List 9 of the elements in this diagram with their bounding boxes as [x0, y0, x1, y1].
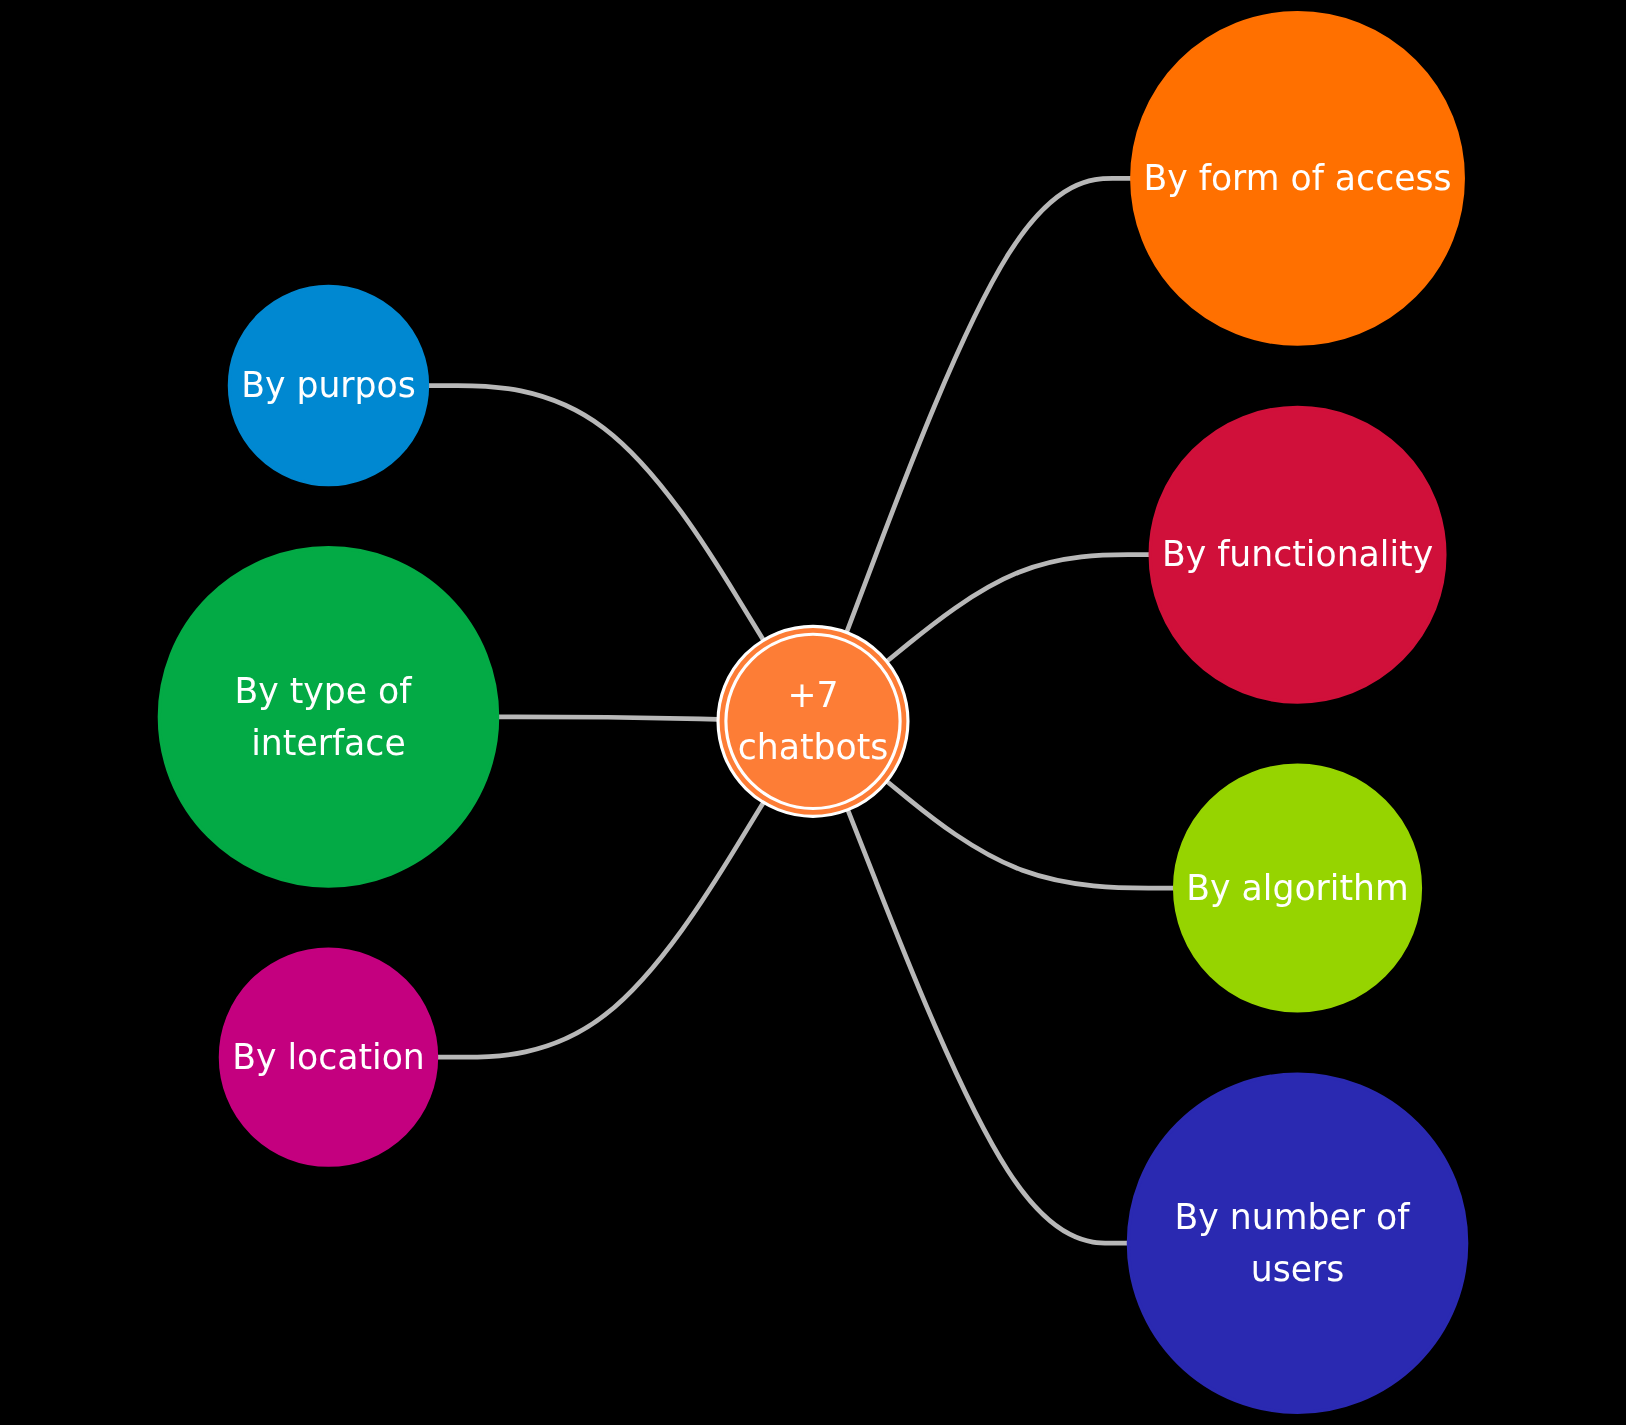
node-circle: By form of access: [1130, 11, 1465, 346]
node-circle: By purpos: [227, 284, 430, 487]
node-circle: By location: [218, 947, 439, 1167]
node-circle: By functionality: [1148, 405, 1447, 704]
node-circle: By algorithm: [1172, 763, 1423, 1013]
node-circle: +7 chatbots: [716, 624, 910, 818]
node-circle: By type of interface: [157, 546, 500, 888]
connector: [844, 176, 1132, 634]
node-circle: By number of users: [1126, 1072, 1469, 1414]
